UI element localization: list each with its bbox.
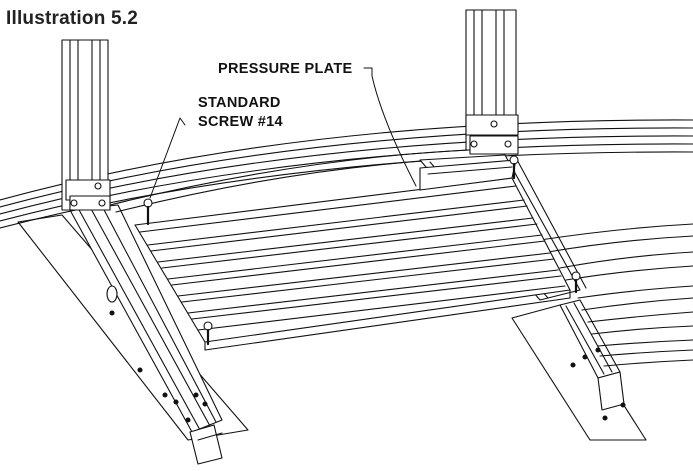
pressure-plate-panel: [134, 159, 571, 351]
screw-right-top: [509, 155, 519, 180]
screw-leader: [149, 117, 186, 199]
left-base-rail: [17, 204, 249, 465]
right-post: [465, 9, 519, 155]
standard-screw-label-line2: SCREW #14: [198, 114, 283, 130]
screw-right-bottom: [571, 271, 581, 294]
pressure-plate-label: PRESSURE PLATE: [218, 61, 353, 77]
screw-left-top: [143, 198, 153, 226]
pressure-plate-leader: [363, 67, 417, 187]
left-post: [61, 39, 111, 211]
screw-left-bottom: [203, 321, 213, 346]
right-base-rail: [511, 299, 647, 441]
figure-caption: Illustration 5.2: [6, 8, 139, 29]
standard-screw-label-line1: STANDARD: [198, 95, 281, 111]
